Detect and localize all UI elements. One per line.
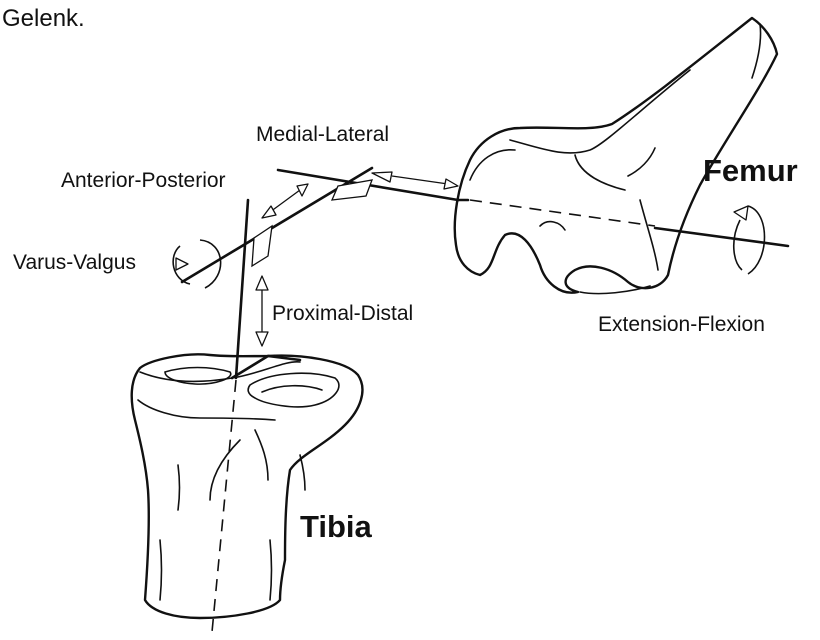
medial-lateral-arrow — [372, 172, 458, 189]
frontal-plane-marker — [252, 226, 272, 266]
caption-text: Gelenk. — [2, 5, 85, 32]
medial-lateral-label: Medial-Lateral — [256, 123, 389, 146]
anterior-posterior-arrow — [262, 184, 308, 218]
varus-valgus-label: Varus-Valgus — [13, 251, 136, 274]
proximal-distal-arrow — [256, 276, 268, 346]
anterior-posterior-label: Anterior-Posterior — [61, 169, 226, 192]
sagittal-plane-marker — [332, 180, 372, 200]
proximal-distal-label: Proximal-Distal — [272, 302, 413, 325]
tibia-label: Tibia — [300, 509, 373, 544]
tibia-bone — [132, 354, 363, 618]
femur-label: Femur — [703, 153, 798, 188]
proximal-distal-axis — [236, 200, 248, 378]
extension-flexion-label: Extension-Flexion — [598, 313, 765, 336]
